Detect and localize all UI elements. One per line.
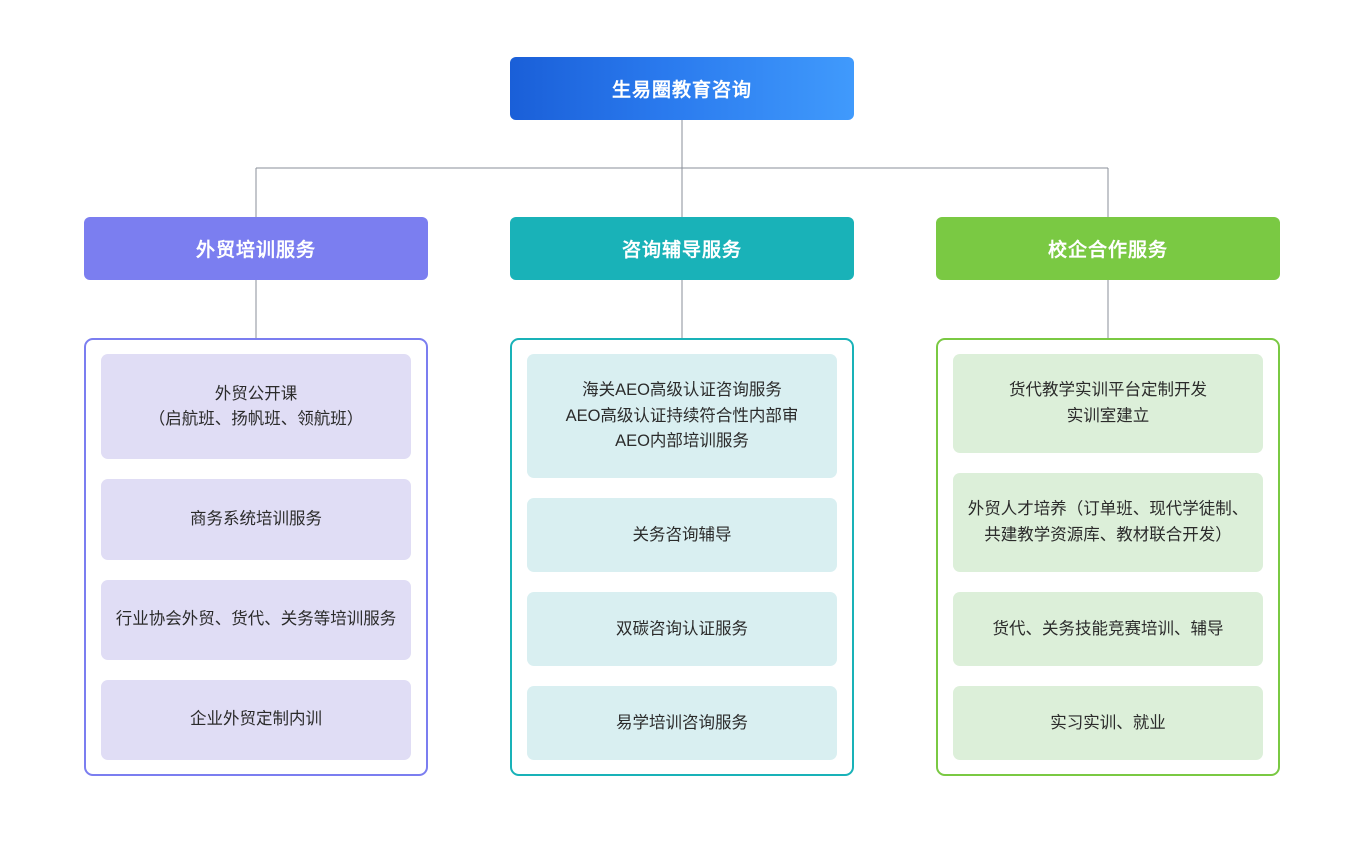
leaf-card-0-0[interactable]: 外贸公开课 （启航班、扬帆班、领航班）: [101, 354, 411, 460]
branch-header-label-0: 外贸培训服务: [195, 240, 316, 261]
leaf-card-0-3[interactable]: 企业外贸定制内训: [101, 679, 411, 761]
leaf-card-2-3[interactable]: 实习实训、就业: [953, 686, 1263, 761]
leaf-card-2-2[interactable]: 货代、关务技能竞赛培训、辅导: [953, 592, 1263, 667]
branch-panel-0: 外贸公开课 （启航班、扬帆班、领航班） 商务系统培训服务 行业协会外贸、货代、关…: [84, 338, 428, 776]
root-node-label: 生易圈教育咨询: [611, 80, 752, 101]
branch-panel-2: 货代教学实训平台定制开发 实训室建立 外贸人才培养（订单班、现代学徒制、共建教学…: [936, 338, 1280, 776]
leaf-card-1-2[interactable]: 双碳咨询认证服务: [527, 592, 837, 667]
branch-panel-1: 海关AEO高级认证咨询服务 AEO高级认证持续符合性内部审 AEO内部培训服务 …: [510, 338, 854, 776]
leaf-card-0-2[interactable]: 行业协会外贸、货代、关务等培训服务: [101, 579, 411, 660]
branch-header-label-2: 校企合作服务: [1047, 240, 1168, 261]
leaf-card-1-1[interactable]: 关务咨询辅导: [527, 498, 837, 573]
leaf-card-1-3[interactable]: 易学培训咨询服务: [527, 686, 837, 761]
leaf-card-0-1[interactable]: 商务系统培训服务: [101, 479, 411, 560]
branch-header-label-1: 咨询辅导服务: [621, 240, 742, 261]
leaf-card-1-0[interactable]: 海关AEO高级认证咨询服务 AEO高级认证持续符合性内部审 AEO内部培训服务: [527, 354, 837, 479]
leaf-card-2-1[interactable]: 外贸人才培养（订单班、现代学徒制、共建教学资源库、教材联合开发）: [953, 473, 1263, 573]
branch-header-2[interactable]: 校企合作服务: [936, 217, 1280, 280]
branch-header-1[interactable]: 咨询辅导服务: [510, 217, 854, 280]
leaf-card-2-0[interactable]: 货代教学实训平台定制开发 实训室建立: [953, 354, 1263, 454]
branch-header-0[interactable]: 外贸培训服务: [84, 217, 428, 280]
root-node[interactable]: 生易圈教育咨询: [510, 57, 854, 120]
